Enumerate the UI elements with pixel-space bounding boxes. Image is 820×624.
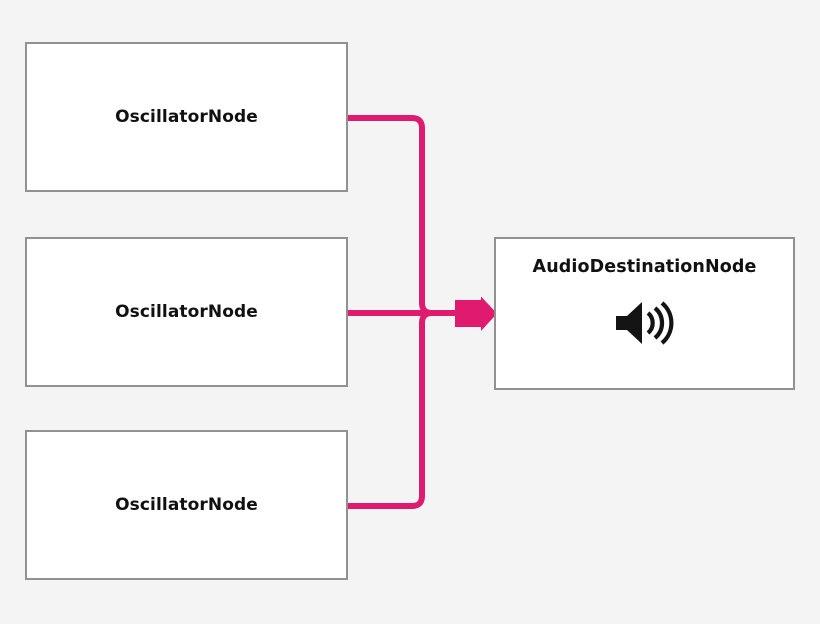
node-oscillator-3[interactable]: OscillatorNode — [25, 430, 348, 580]
edge-arrowhead-icon — [455, 296, 497, 331]
node-oscillator-1[interactable]: OscillatorNode — [25, 42, 348, 192]
node-label: AudioDestinationNode — [532, 257, 757, 277]
edge-osc1-to-destination — [348, 115, 458, 316]
node-label: OscillatorNode — [115, 106, 258, 127]
node-oscillator-2[interactable]: OscillatorNode — [25, 237, 348, 387]
speaker-icon-glyph — [615, 300, 673, 345]
node-audio-destination[interactable]: AudioDestinationNode — [494, 237, 795, 390]
node-label: OscillatorNode — [115, 494, 258, 515]
node-label: OscillatorNode — [115, 301, 258, 322]
edge-osc3-to-destination — [348, 310, 458, 509]
speaker-icon — [614, 299, 676, 347]
